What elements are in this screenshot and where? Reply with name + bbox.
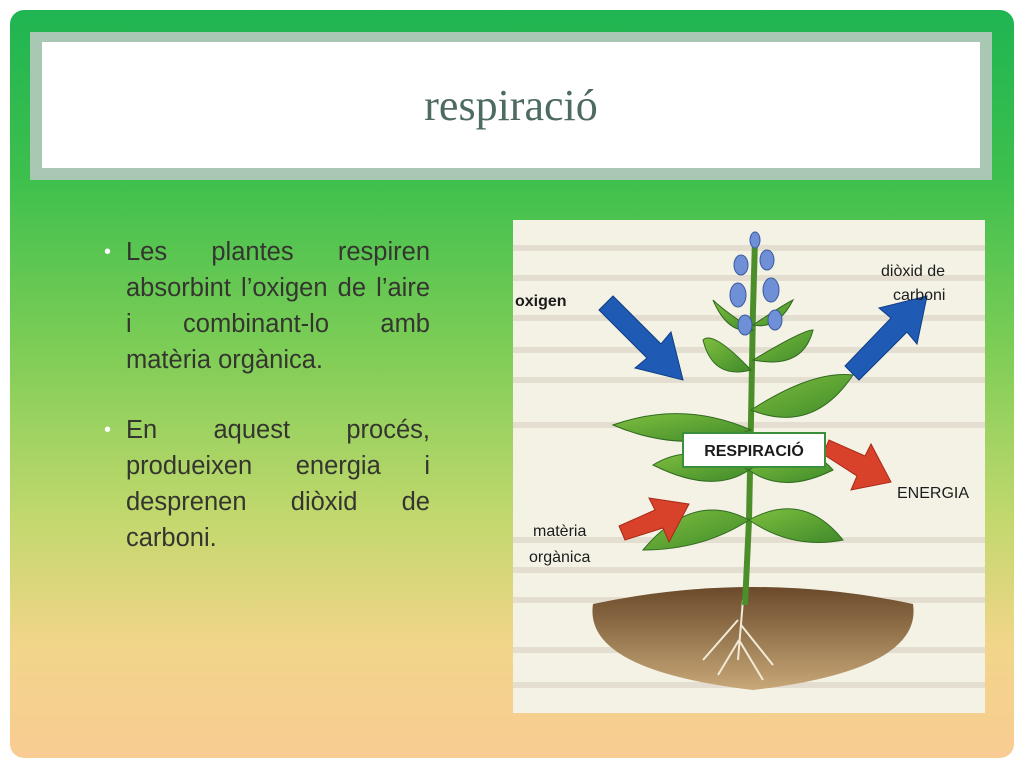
co2-label-line2: carboni (893, 287, 945, 304)
bullet-item: • En aquest procés, produeixen energia i… (98, 412, 430, 556)
organic-label-line1: matèria (533, 523, 586, 540)
bullet-list: • Les plantes respiren absorbint l’oxige… (98, 234, 430, 590)
organic-matter-arrow (618, 497, 690, 544)
bullet-text: Les plantes respiren absorbint l’oxigen … (126, 238, 430, 374)
slide: respiració • Les plantes respiren absorb… (10, 10, 1014, 758)
roots (702, 599, 774, 681)
plant-flowers (729, 231, 783, 336)
co2-label-line1: diòxid de (881, 263, 945, 280)
bullet-dot-icon: • (104, 419, 112, 441)
title-frame: respiració (30, 32, 992, 180)
bullet-text: En aquest procés, produeixen energia i d… (126, 416, 430, 552)
oxygen-arrow (598, 295, 684, 381)
bullet-item: • Les plantes respiren absorbint l’oxige… (98, 234, 430, 378)
plant-respiration-illustration: RESPIRACIÓ oxigen diòxid de carboni ENER… (513, 220, 985, 713)
oxygen-label: oxigen (515, 293, 567, 310)
title-box: respiració (42, 42, 980, 168)
respiration-label-box (682, 432, 826, 468)
plant-stem (742, 239, 758, 606)
energy-label: ENERGIA (897, 485, 969, 502)
bullet-dot-icon: • (104, 241, 112, 263)
energy-arrow (822, 439, 892, 491)
co2-arrow (844, 295, 928, 381)
respiration-label: RESPIRACIÓ (704, 441, 804, 460)
slide-title: respiració (424, 80, 598, 130)
organic-label-line2: orgànica (529, 549, 590, 566)
